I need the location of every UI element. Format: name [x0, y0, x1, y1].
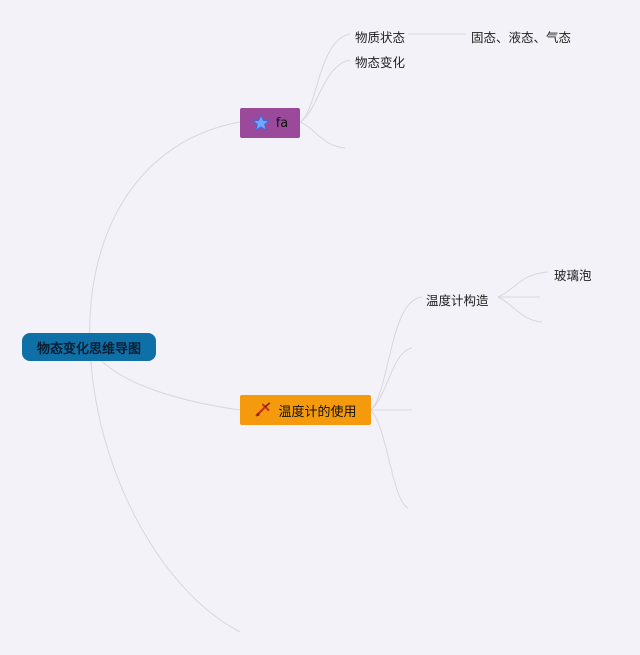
connector-a-third [299, 121, 346, 149]
leaf-glass-bulb[interactable]: 玻璃泡 [554, 268, 592, 283]
root-node[interactable]: 物态变化思维导图 [22, 333, 156, 361]
connector-a-state [299, 33, 351, 123]
star-icon [251, 114, 270, 132]
leaf-state-change[interactable]: 物态变化 [355, 55, 406, 70]
leaf-states-list[interactable]: 固态、液态、气态 [471, 30, 572, 45]
connector-b-fourth [370, 409, 409, 509]
connector-root-topic-a [89, 121, 241, 348]
leaf-thermometer-structure[interactable]: 温度计构造 [426, 293, 489, 308]
tools-icon [254, 401, 272, 419]
connector-b-second [370, 347, 413, 411]
connector-root-bottom [89, 346, 241, 633]
topic-node-thermometer[interactable]: 温度计的使用 [240, 395, 371, 425]
connector-structure-third [497, 296, 543, 323]
leaf-matter-state[interactable]: 物质状态 [355, 30, 406, 45]
topic-label-fa: fa [275, 115, 289, 131]
topic-node-fa[interactable]: fa [240, 108, 300, 138]
connector-a-change [299, 59, 351, 123]
connector-b-structure [370, 296, 423, 411]
connector-structure-bulb [497, 271, 549, 298]
root-label: 物态变化思维导图 [36, 341, 141, 357]
topic-label-thermometer: 温度计的使用 [278, 404, 357, 420]
